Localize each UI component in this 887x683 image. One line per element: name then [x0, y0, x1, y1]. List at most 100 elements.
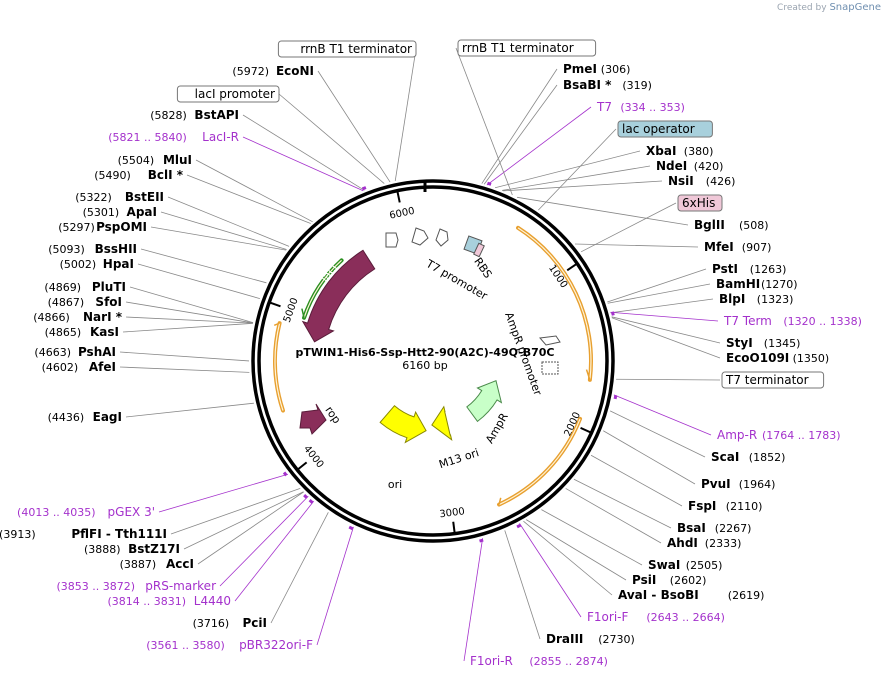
- label-name: AhdI: [667, 536, 698, 550]
- site-label-swai[interactable]: SwaI(2505): [648, 558, 722, 572]
- site-label-pbr322ori-f[interactable]: pBR322ori-F(3561 .. 3580): [146, 638, 313, 652]
- backbone-inner-ring: [257, 185, 609, 537]
- label-name: EagI: [93, 410, 122, 424]
- leader-line: [125, 402, 254, 418]
- site-label-bsteii[interactable]: BstEII(5322): [75, 190, 164, 204]
- label-name: LacI-R: [202, 130, 239, 144]
- label-name: PciI: [243, 616, 268, 630]
- leader-line: [609, 410, 706, 458]
- site-label-fspi[interactable]: FspI(2110): [688, 499, 762, 513]
- site-label-eagi[interactable]: EagI(4436): [48, 410, 122, 424]
- site-label-t7-terminator[interactable]: T7 terminator: [721, 371, 825, 389]
- site-label-prs-marker[interactable]: pRS-marker(3853 .. 3872): [56, 579, 216, 593]
- orange-cds-arc-top-core: [517, 227, 592, 380]
- site-label-bsai[interactable]: BsaI(2267): [677, 521, 751, 535]
- site-label-pgex-3[interactable]: pGEX 3'(4013 .. 4035): [17, 505, 155, 519]
- site-label-ahdi[interactable]: AhdI(2333): [667, 536, 741, 550]
- feature-label-rop: rop: [322, 404, 343, 426]
- leader-line: [150, 226, 287, 251]
- site-label-econi[interactable]: EcoNI(5972): [232, 64, 314, 78]
- his-tag-glyph: [473, 242, 485, 258]
- site-label-bsabi[interactable]: BsaBI *(319): [563, 78, 652, 92]
- label-name: F1ori-R: [470, 654, 513, 668]
- leader-line: [463, 538, 484, 662]
- site-label-afei[interactable]: AfeI(4602): [42, 360, 116, 374]
- leader-line: [519, 523, 582, 618]
- leader-line: [611, 317, 721, 359]
- leader-line: [234, 500, 315, 602]
- leader-line: [183, 491, 304, 550]
- label-position: (2643 .. 2664): [646, 611, 725, 624]
- site-label-lac-operator[interactable]: lac operator: [617, 120, 713, 138]
- site-label-ndei[interactable]: NdeI(420): [656, 159, 723, 173]
- site-label-sfoi[interactable]: SfoI(4867): [48, 295, 122, 309]
- label-name: MluI: [163, 153, 192, 167]
- site-label-pflfi-tth111i[interactable]: PflFI - Tth111I(3913): [0, 527, 167, 541]
- site-label-scai[interactable]: ScaI(1852): [711, 450, 785, 464]
- site-label-pcii[interactable]: PciI(3716): [193, 616, 267, 630]
- site-label-laci-r[interactable]: LacI-R(5821 .. 5840): [108, 130, 239, 144]
- site-label-acci[interactable]: AccI (3887): [120, 557, 194, 571]
- leader-line: [504, 530, 541, 640]
- label-name: StyI: [726, 336, 753, 350]
- tick-mark: [580, 426, 592, 434]
- site-label-blpi[interactable]: BlpI(1323): [719, 292, 793, 306]
- site-label-l4440[interactable]: L4440(3814 .. 3831): [107, 594, 231, 608]
- label-position: (1270): [761, 278, 798, 291]
- site-label-amp-r[interactable]: Amp-R(1764 .. 1783): [717, 428, 841, 442]
- site-label-f1ori-r[interactable]: F1ori-R(2855 .. 2874): [470, 654, 608, 668]
- label-name: SwaI: [648, 558, 680, 572]
- site-label-pluti[interactable]: PluTI(4869): [44, 280, 126, 294]
- site-label-avai-bsobi[interactable]: AvaI - BsoBI(2619): [618, 588, 764, 602]
- label-position: (4869): [44, 281, 81, 294]
- label-position: (3853 .. 3872): [56, 580, 135, 593]
- site-label-bstz17i[interactable]: BstZ17I(3888): [84, 542, 180, 556]
- site-label-rrnb-t1-terminator[interactable]: rrnB T1 terminator: [457, 39, 597, 57]
- site-label-f1ori-f[interactable]: F1ori-F(2643 .. 2664): [587, 610, 725, 624]
- feature-label-box: [457, 39, 597, 57]
- site-label-styi[interactable]: StyI(1345): [726, 336, 800, 350]
- tick-label: 5000: [282, 296, 301, 324]
- site-label-xbai[interactable]: XbaI(380): [646, 144, 713, 158]
- site-label-pshai[interactable]: PshAI(4663): [34, 345, 116, 359]
- site-label-bcli[interactable]: BclI *(5490): [94, 168, 183, 182]
- site-label-bamhi[interactable]: BamHI(1270): [716, 277, 798, 291]
- label-name: BlpI: [719, 292, 745, 306]
- site-label-pmei[interactable]: PmeI(306): [563, 62, 630, 76]
- site-label-t7[interactable]: T7(334 .. 353): [596, 100, 685, 114]
- site-label-laci-promoter[interactable]: lacI promoter: [176, 85, 280, 103]
- label-position: (3887): [120, 558, 157, 571]
- site-label-nari[interactable]: NarI *(4866): [33, 310, 122, 324]
- label-name: NsiI: [668, 174, 694, 188]
- label-position: (380): [684, 145, 714, 158]
- site-label-bstapi[interactable]: BstAPI(5828): [150, 108, 239, 122]
- site-label-6xhis[interactable]: 6xHis: [677, 194, 723, 212]
- site-label-t7-term[interactable]: T7 Term(1320 .. 1338): [723, 314, 862, 328]
- label-name: rrnB T1 terminator: [300, 42, 412, 56]
- leader-line: [503, 180, 663, 192]
- site-label-psii[interactable]: PsiI(2602): [632, 573, 706, 587]
- site-label-mlui[interactable]: MluI(5504): [118, 153, 192, 167]
- site-label-rrnb-t1-terminator[interactable]: rrnB T1 terminator: [277, 40, 417, 58]
- site-label-pvui[interactable]: PvuI(1964): [701, 477, 775, 491]
- site-label-hpai[interactable]: HpaI(5002): [60, 257, 134, 271]
- site-label-apai[interactable]: ApaI(5301): [83, 205, 157, 219]
- label-name: AccI: [166, 557, 194, 571]
- leader-line: [537, 128, 617, 211]
- label-name: BclI *: [148, 168, 184, 182]
- site-label-ecoo109i[interactable]: EcoO109I(1350): [726, 351, 829, 365]
- site-label-nsii[interactable]: NsiI(426): [668, 174, 735, 188]
- site-label-mfei[interactable]: MfeI(907): [704, 240, 771, 254]
- orange-cds-arc-top-head: [585, 369, 591, 381]
- site-label-pspomi[interactable]: PspOMI(5297): [58, 220, 147, 234]
- site-label-draiii[interactable]: DraIII(2730): [546, 632, 635, 646]
- site-label-kasi[interactable]: KasI(4865): [45, 325, 119, 339]
- site-label-psti[interactable]: PstI(1263): [712, 262, 786, 276]
- label-position: (3561 .. 3580): [146, 639, 225, 652]
- leader-line: [501, 165, 651, 191]
- site-label-bsshii[interactable]: BssHII(5093): [48, 242, 137, 256]
- leader-line: [242, 114, 365, 191]
- feature-label-box: [176, 85, 280, 103]
- site-label-bglii[interactable]: BglII(508): [694, 218, 769, 232]
- leader-line: [219, 495, 309, 587]
